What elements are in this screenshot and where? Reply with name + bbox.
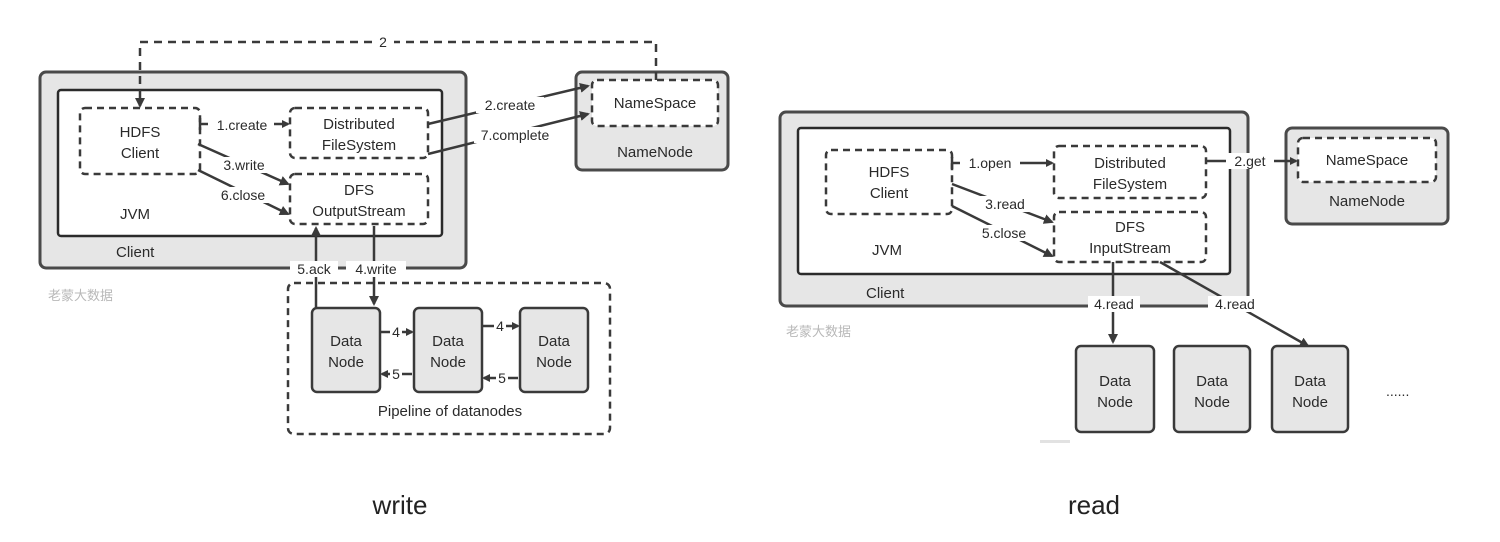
read-hdfs-client-label-2: Client <box>870 185 909 202</box>
write-edge-fwd1-label: 4 <box>392 324 400 340</box>
read-distributed-fs-label-2: FileSystem <box>1093 176 1167 193</box>
read-edge-read-a-label: 4.read <box>1094 296 1134 312</box>
write-edge-2-label: 2 <box>379 34 387 50</box>
read-namespace-label: NameSpace <box>1326 152 1409 169</box>
read-edge-read-label: 3.read <box>985 196 1025 212</box>
read-edge-open-label: 1.open <box>969 155 1012 171</box>
write-hdfs-client-box <box>78 106 202 176</box>
read-distributed-fs-box <box>1052 144 1208 200</box>
write-dfs-outputstream-label-2: OutputStream <box>312 203 405 220</box>
read-diagram: HDFS Client Distributed FileSystem DFS I… <box>778 110 1450 520</box>
write-dfs-outputstream-label-1: DFS <box>344 182 374 199</box>
read-edge-close-label: 5.close <box>982 225 1027 241</box>
read-caption: read <box>1068 490 1120 520</box>
write-pipeline-label: Pipeline of datanodes <box>378 403 522 420</box>
read-datanode-3-label-1: Data <box>1294 373 1326 390</box>
write-distributed-fs-label-1: Distributed <box>323 116 395 133</box>
write-hdfs-client-label-1: HDFS <box>120 124 161 141</box>
write-namenode-label: NameNode <box>617 144 693 161</box>
write-edge-create-label: 1.create <box>217 117 268 133</box>
read-jvm-label: JVM <box>872 242 902 259</box>
read-dfs-inputstream-box <box>1052 210 1208 264</box>
write-edge-pipeline-write-label: 4.write <box>355 261 396 277</box>
write-datanode-1-label-1: Data <box>330 333 362 350</box>
read-client-label: Client <box>866 285 905 302</box>
write-edge-ack-label: 5.ack <box>297 261 331 277</box>
write-hdfs-client-label-2: Client <box>121 145 160 162</box>
read-datanode-1-label-1: Data <box>1099 373 1131 390</box>
write-edge-fwd2-label: 4 <box>496 318 504 334</box>
write-client-label: Client <box>116 244 155 261</box>
write-edge-back2-label: 5 <box>498 370 506 386</box>
read-datanode-2-label-2: Node <box>1194 394 1230 411</box>
write-edge-complete-label: 7.complete <box>481 127 550 143</box>
read-datanode-2 <box>1172 344 1252 434</box>
read-base-line <box>1040 440 1070 443</box>
write-namespace-label: NameSpace <box>614 95 697 112</box>
read-datanode-3 <box>1270 344 1350 434</box>
read-edge-get-label: 2.get <box>1234 153 1265 169</box>
read-datanode-1 <box>1074 344 1156 434</box>
write-datanode-3-label-1: Data <box>538 333 570 350</box>
write-edge-back1-label: 5 <box>392 366 400 382</box>
write-edge-2-bg <box>372 34 394 50</box>
read-watermark: 老蒙大数据 <box>786 324 851 339</box>
write-datanode-2-label-2: Node <box>430 354 466 371</box>
read-datanode-1-label-2: Node <box>1097 394 1133 411</box>
write-datanode-2-label-1: Data <box>432 333 464 350</box>
write-datanode-3-label-2: Node <box>536 354 572 371</box>
read-hdfs-client-label-1: HDFS <box>869 164 910 181</box>
write-namespace-box <box>590 78 720 128</box>
write-watermark: 老蒙大数据 <box>48 288 113 303</box>
read-datanode-3-label-2: Node <box>1292 394 1328 411</box>
write-distributed-fs-box <box>288 106 430 160</box>
read-dfs-inputstream-label-2: InputStream <box>1089 240 1171 257</box>
write-edge-2-line <box>135 40 658 108</box>
read-hdfs-client-box <box>824 148 954 216</box>
write-diagram: HDFS Client Distributed FileSystem DFS O… <box>38 34 730 520</box>
write-edge-nn-create-label: 2.create <box>485 97 536 113</box>
write-edge-write-label: 3.write <box>223 157 264 173</box>
read-ellipsis: ...... <box>1386 383 1409 399</box>
read-edge-read-b-label: 4.read <box>1215 296 1255 312</box>
write-datanode-2 <box>412 306 484 394</box>
write-datanode-1-label-2: Node <box>328 354 364 371</box>
read-namenode-label: NameNode <box>1329 193 1405 210</box>
write-datanode-3 <box>518 306 590 394</box>
write-jvm-label: JVM <box>120 206 150 223</box>
write-distributed-fs-label-2: FileSystem <box>322 137 396 154</box>
read-distributed-fs-label-1: Distributed <box>1094 155 1166 172</box>
write-dfs-outputstream-box <box>288 172 430 226</box>
write-datanode-1 <box>310 306 382 394</box>
write-caption: write <box>372 490 428 520</box>
read-dfs-inputstream-label-1: DFS <box>1115 219 1145 236</box>
read-namespace-box <box>1296 136 1438 184</box>
read-datanode-2-label-1: Data <box>1196 373 1228 390</box>
write-edge-close-label: 6.close <box>221 187 266 203</box>
